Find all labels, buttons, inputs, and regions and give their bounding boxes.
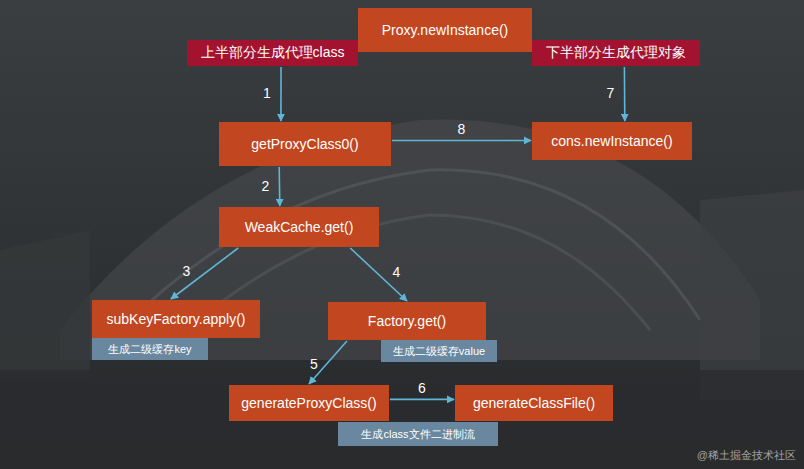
- building-dome: [60, 120, 760, 361]
- flow-arrow: [171, 248, 238, 299]
- flow-arrow: [309, 341, 347, 384]
- step-number: 8: [458, 122, 466, 136]
- node-text: generateProxyClass(): [241, 395, 376, 411]
- node-text: WeakCache.get(): [245, 219, 354, 235]
- step-number: 5: [310, 357, 318, 371]
- node-text: 生成二级缓存value: [393, 344, 485, 359]
- flow-arrow: [278, 167, 280, 206]
- process-box: Proxy.newInstance(): [358, 8, 532, 52]
- building-right: [700, 190, 804, 400]
- node-text: Proxy.newInstance(): [382, 22, 509, 38]
- note-band: 生成二级缓存key: [92, 338, 208, 360]
- tower-left: [0, 230, 90, 380]
- node-text: 上半部分生成代理class: [201, 44, 345, 62]
- note-band: 生成class文件二进制流: [338, 422, 498, 446]
- flow-arrow: [280, 67, 282, 121]
- step-number: 3: [183, 264, 191, 278]
- node-text: subKeyFactory.apply(): [106, 311, 245, 327]
- node-text: Factory.get(): [368, 313, 446, 329]
- step-number: 4: [393, 265, 401, 279]
- step-number: 2: [262, 179, 270, 193]
- note-band: 生成二级缓存value: [381, 340, 497, 362]
- watermark: @稀土掘金技术社区: [697, 448, 796, 463]
- process-box: cons.newInstance(): [532, 122, 692, 160]
- section-tag: 上半部分生成代理class: [187, 40, 358, 66]
- step-number: 6: [418, 381, 426, 395]
- process-box: Factory.get(): [328, 302, 486, 340]
- process-box: subKeyFactory.apply(): [92, 300, 260, 338]
- section-tag: 下半部分生成代理对象: [532, 40, 700, 66]
- flow-arrow: [350, 248, 407, 301]
- process-box: getProxyClass0(): [219, 122, 391, 166]
- step-number: 1: [263, 86, 271, 100]
- node-text: generateClassFile(): [473, 395, 595, 411]
- flow-arrow: [390, 399, 454, 401]
- process-box: generateProxyClass(): [229, 385, 389, 421]
- process-box: generateClassFile(): [455, 385, 613, 421]
- flow-arrow: [392, 140, 531, 142]
- step-number: 7: [607, 86, 615, 100]
- node-text: cons.newInstance(): [551, 133, 672, 149]
- node-text: 生成二级缓存key: [108, 342, 191, 357]
- node-text: 生成class文件二进制流: [361, 427, 474, 442]
- flow-arrow: [624, 67, 626, 121]
- process-box: WeakCache.get(): [219, 207, 379, 247]
- node-text: getProxyClass0(): [251, 136, 358, 152]
- node-text: 下半部分生成代理对象: [546, 44, 686, 62]
- water: [0, 370, 804, 469]
